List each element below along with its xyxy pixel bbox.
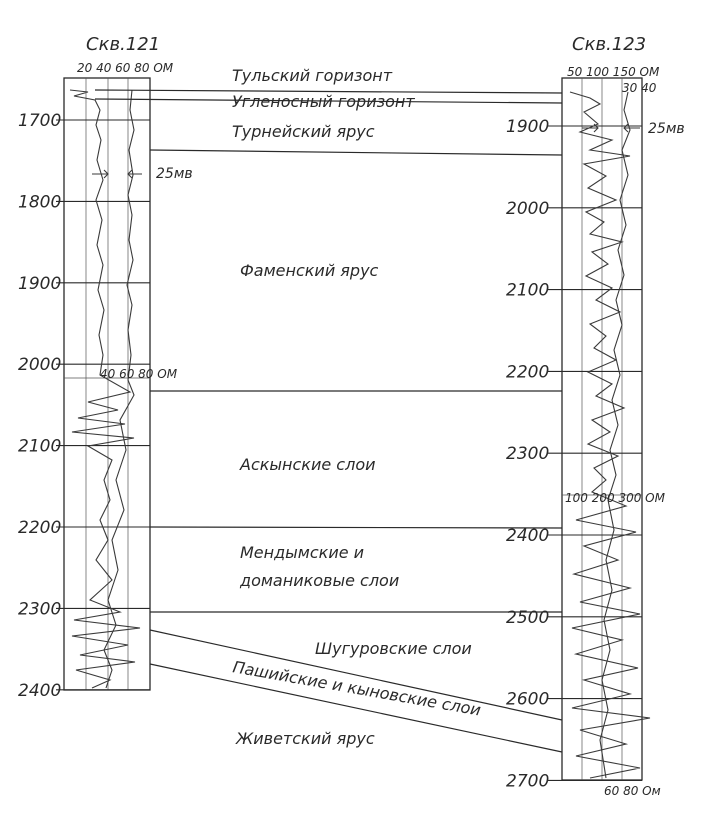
well-123-depth-2400: 2400 (506, 526, 549, 546)
unit-label-shug: Шугуровские слои (315, 639, 472, 658)
well-121-scale-mid: 40 60 80 ОМ (100, 367, 178, 381)
well-121-depth-1900: 1900 (18, 274, 61, 294)
unit-label-pash: Пашийские и кыновские слои (231, 657, 482, 719)
well-123-depth-1900: 1900 (506, 117, 549, 137)
well-123-sp-arrow (582, 123, 640, 133)
well-123-log-track (548, 77, 651, 781)
well-123-depth-labels: 1900 2000 2100 2200 2300 2400 2500 2600 2700 (506, 117, 549, 791)
unit-label-famen: Фаменский ярус (240, 261, 379, 280)
well-123-depth-2500: 2500 (506, 608, 549, 628)
well-121-depth-1800: 1800 (18, 192, 61, 212)
well-123-depth-2700: 2700 (506, 771, 549, 791)
well-123-scale-top2: 30 40 (622, 81, 657, 95)
well-121-depth-1700: 1700 (18, 111, 61, 131)
unit-label-askyn: Аскынские слои (239, 455, 376, 474)
well-123-sp-curve (599, 91, 631, 779)
well-121-sp-label: 25мв (156, 166, 193, 182)
well-121-sp-curve (103, 89, 135, 689)
correlation-line-askyn-base (149, 526, 563, 529)
well-121-depth-labels: 1700 1800 1900 2000 2100 2200 2300 2400 (18, 111, 61, 701)
unit-label-mend1: Мендымские и (240, 543, 364, 562)
correlation-lines (94, 89, 563, 753)
well-121-depth-2100: 2100 (18, 437, 61, 457)
well-123-depth-2600: 2600 (506, 690, 549, 710)
well-121-depth-2200: 2200 (18, 518, 61, 538)
unit-label-tourn: Турнейский ярус (232, 122, 375, 141)
well-123-scale-mid: 100 200 300 ОМ (565, 491, 666, 505)
well-121-title: Скв.121 (86, 34, 160, 55)
well-123-resistivity-curve (569, 91, 651, 779)
correlation-line-shug-base (149, 629, 563, 721)
unit-label-tula: Тульский горизонт (232, 66, 393, 85)
well-123-title: Скв.123 (572, 34, 646, 55)
well-121-resistivity-curve (69, 89, 141, 689)
well-123-scale-top: 50 100 150 ОМ (567, 65, 660, 79)
correlation-line-tourn (149, 149, 563, 156)
well-123-depth-2100: 2100 (506, 281, 549, 301)
correlation-line-tula (94, 89, 563, 94)
correlation-line-coal (94, 98, 563, 104)
well-121-sp-arrow (92, 169, 142, 179)
well-123-depth-2200: 2200 (506, 362, 549, 382)
well-121-log-track (56, 77, 151, 691)
unit-label-coal: Угленосный горизонт (232, 92, 415, 111)
unit-label-zhiv: Живетский ярус (235, 729, 375, 748)
unit-label-mend2: доманиковые слои (239, 571, 399, 590)
well-121-depth-2300: 2300 (18, 599, 61, 619)
well-123-depth-2000: 2000 (506, 199, 549, 219)
correlation-line-pash-base (149, 663, 563, 753)
well-121-depth-2400: 2400 (18, 681, 61, 701)
well-121-scale-top: 20 40 60 80 ОМ (77, 61, 174, 75)
well-123-depth-2300: 2300 (506, 444, 549, 464)
well-121-frame (63, 77, 151, 691)
well-121-depth-ticks (56, 119, 150, 691)
well-123-sp-label: 25мв (648, 121, 685, 137)
well-121-depth-2000: 2000 (18, 355, 61, 375)
well-123-scale-bottom: 60 80 Ом (604, 784, 661, 798)
